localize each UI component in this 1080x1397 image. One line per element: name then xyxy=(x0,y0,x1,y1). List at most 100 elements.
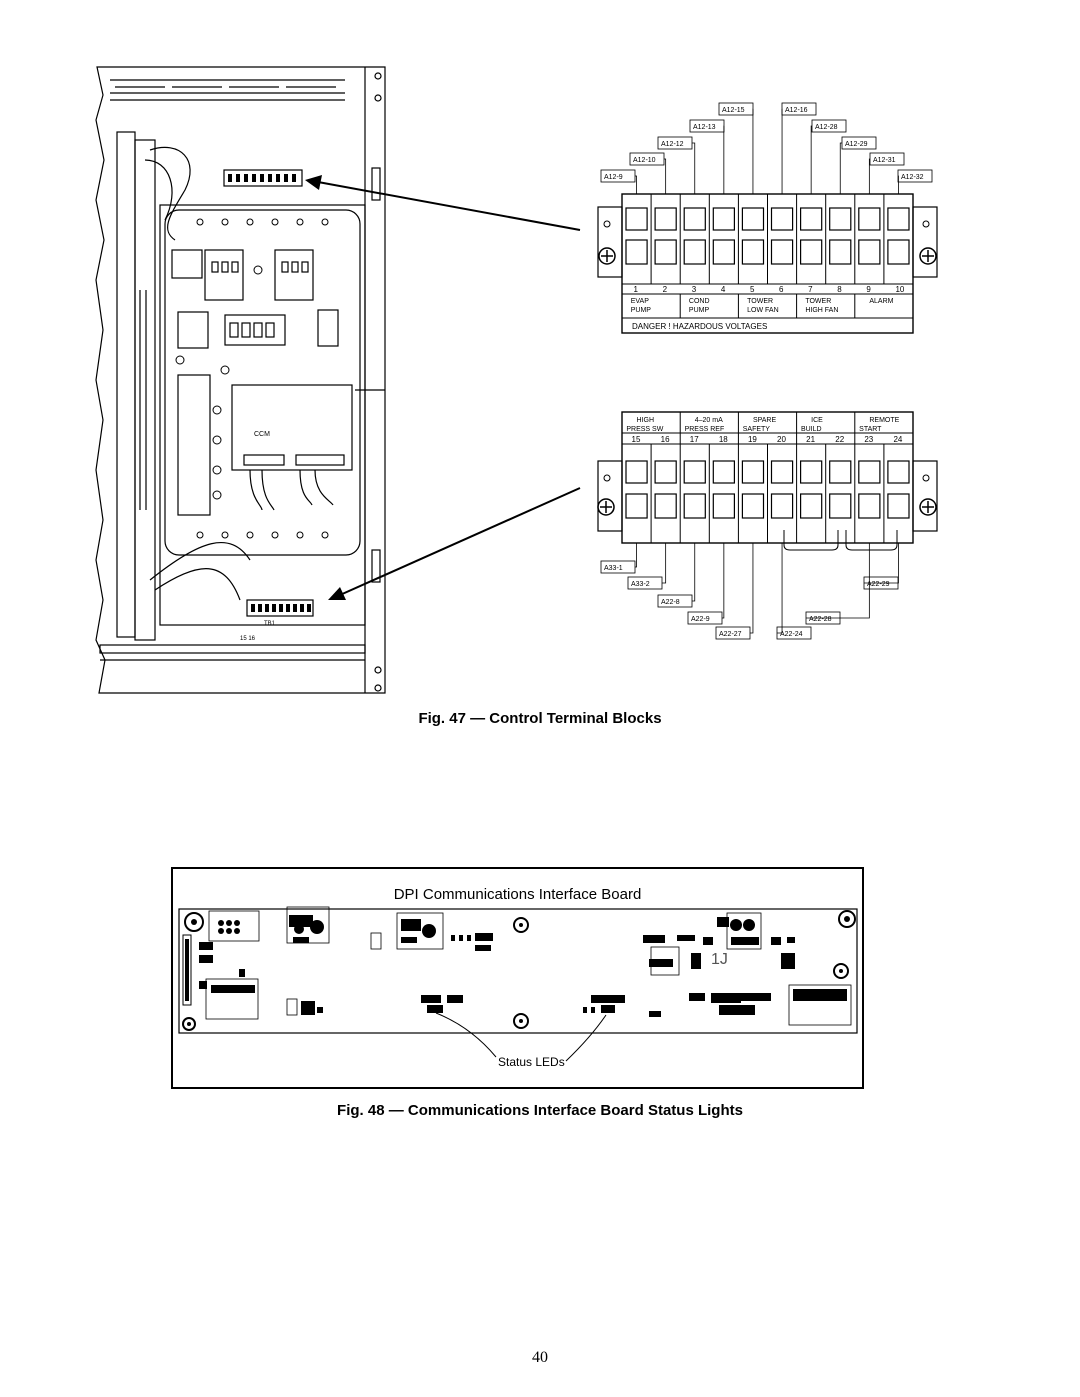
status-leds-callout-lines xyxy=(435,1012,607,1062)
control-cabinet-drawing xyxy=(95,66,386,694)
terminal-slot xyxy=(625,493,648,519)
terminal-number: 1 xyxy=(634,285,639,294)
function-label: PRESS SW xyxy=(626,426,663,433)
terminal-slot xyxy=(625,207,648,231)
terminal-number: 22 xyxy=(835,435,844,444)
terminal-number: 21 xyxy=(806,435,815,444)
wire-tag: A12-13 xyxy=(693,124,716,131)
terminal-number: 10 xyxy=(895,285,904,294)
terminal-slot xyxy=(799,207,823,231)
function-label: HIGH FAN xyxy=(805,307,838,314)
terminal-slot xyxy=(712,207,735,231)
mounting-hole-icon xyxy=(184,912,204,932)
terminal-slot xyxy=(625,239,648,265)
terminal-number: 17 xyxy=(690,435,699,444)
wire-tag: A22-24 xyxy=(780,631,803,638)
wire-tag: A33-1 xyxy=(604,565,623,572)
terminal-slot xyxy=(683,460,706,484)
terminal-slot xyxy=(858,493,881,519)
terminal-number: 7 xyxy=(808,285,813,294)
page-number: 40 xyxy=(532,1349,548,1366)
wire-tag: A12-16 xyxy=(785,107,808,114)
terminal-slot xyxy=(829,207,852,231)
terminal-slot xyxy=(770,493,794,519)
function-label: ICE xyxy=(811,417,823,424)
terminal-slot xyxy=(741,207,765,231)
figure-47-caption: Fig. 47 — Control Terminal Blocks xyxy=(418,710,662,727)
mounting-hole-icon xyxy=(513,1013,529,1029)
terminal-number: 20 xyxy=(777,435,786,444)
function-label: TOWER xyxy=(805,298,831,305)
terminal-slot xyxy=(858,460,881,484)
terminal-slot xyxy=(654,207,677,231)
wire-tag: A12-32 xyxy=(901,174,924,181)
terminal-number: 4 xyxy=(721,285,726,294)
function-label: SAFETY xyxy=(743,426,771,433)
terminal-number: 19 xyxy=(748,435,757,444)
terminal-slot xyxy=(858,239,881,265)
terminal-slot xyxy=(799,239,823,265)
mounting-hole-icon xyxy=(513,917,529,933)
board-silk-label: 1J xyxy=(711,951,728,968)
terminal-number: 6 xyxy=(779,285,784,294)
function-label: 4–20 mA xyxy=(695,417,723,424)
function-label: COND xyxy=(689,298,710,305)
board-title: DPI Communications Interface Board xyxy=(393,886,642,903)
figure-48-caption: Fig. 48 — Communications Interface Board… xyxy=(337,1102,743,1119)
wire-tag: A33-2 xyxy=(631,581,650,588)
terminal-slot xyxy=(770,460,794,484)
ccm-label: CCM xyxy=(254,431,270,438)
screw-icon xyxy=(919,247,937,265)
terminal-number: 3 xyxy=(692,285,697,294)
terminal-number: 2 xyxy=(663,285,668,294)
function-label: SPARE xyxy=(753,417,777,424)
screw-icon xyxy=(919,498,937,516)
terminal-slot xyxy=(683,493,706,519)
status-leds-label: Status LEDs xyxy=(498,1055,565,1069)
function-label: TOWER xyxy=(747,298,773,305)
terminal-slot xyxy=(829,239,852,265)
terminal-slot xyxy=(799,460,823,484)
tb1-label: TB1 xyxy=(264,621,276,627)
terminal-slot xyxy=(770,207,794,231)
terminal-number: 16 xyxy=(661,435,670,444)
terminal-slot xyxy=(654,493,677,519)
terminal-slot xyxy=(799,493,823,519)
terminal-number: 15 xyxy=(632,435,641,444)
terminal-number: 24 xyxy=(893,435,902,444)
screw-icon xyxy=(597,498,615,516)
mounting-hole-icon xyxy=(838,910,856,928)
terminal-slot xyxy=(887,207,910,231)
terminal-slot xyxy=(712,493,735,519)
terminal-slot xyxy=(712,460,735,484)
function-label: PUMP xyxy=(631,307,652,314)
function-label: PUMP xyxy=(689,307,710,314)
terminal-slot xyxy=(654,460,677,484)
mounting-hole-icon xyxy=(182,1017,196,1031)
terminal-slot xyxy=(887,239,910,265)
wire-tag: A12-29 xyxy=(845,141,868,148)
function-label: REMOTE xyxy=(869,417,899,424)
terminal-slot xyxy=(829,460,852,484)
communications-board-drawing: 1J Status LEDs xyxy=(178,906,858,1069)
function-label: EVAP xyxy=(631,298,649,305)
terminal-slot xyxy=(741,460,765,484)
terminal-slot xyxy=(654,239,677,265)
terminal-number: 23 xyxy=(864,435,873,444)
wire-tag: A12-31 xyxy=(873,157,896,164)
function-label: ALARM xyxy=(869,298,893,305)
terminal-number: 9 xyxy=(866,285,871,294)
wire-tag: A12-15 xyxy=(722,107,745,114)
wire-tag: A12-10 xyxy=(633,157,656,164)
terminal-slot xyxy=(887,493,910,519)
terminal-slot xyxy=(829,493,852,519)
wire-tag: A22-27 xyxy=(719,631,742,638)
function-label: HIGH xyxy=(637,417,655,424)
terminal-slot xyxy=(770,239,794,265)
wire-tag: A12-28 xyxy=(815,124,838,131)
wire-tag: A12-12 xyxy=(661,141,684,148)
terminal-number: 8 xyxy=(837,285,842,294)
